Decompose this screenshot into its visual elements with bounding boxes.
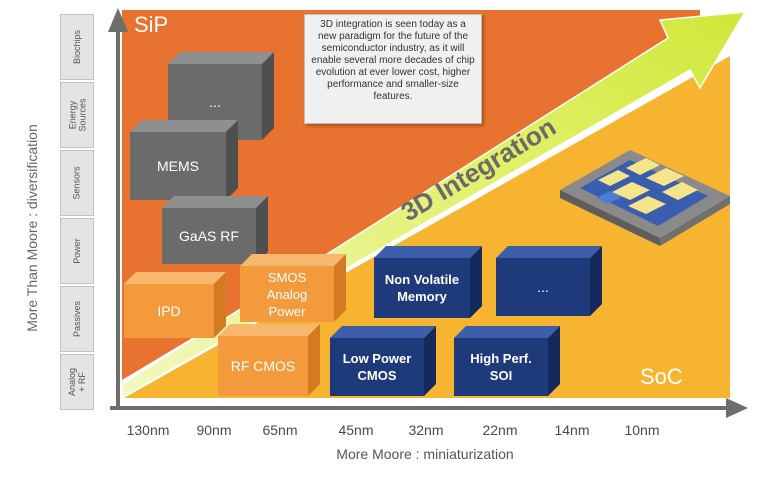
label-mems: MEMS — [157, 157, 199, 174]
box-gaas-rf — [162, 196, 268, 264]
x-tick: 45nm — [338, 422, 374, 438]
label-rf-cmos: RF CMOS — [230, 357, 296, 374]
box-rf-cmos — [218, 324, 320, 396]
y-category-label: Passives — [72, 300, 83, 338]
y-axis-arrowhead — [108, 8, 128, 32]
y-category-power: Power — [60, 218, 94, 284]
y-category-label: Power — [71, 238, 82, 264]
y-category-passives: Passives — [60, 286, 94, 352]
sip-label: SiP — [134, 12, 169, 37]
x-tick: 130nm — [126, 422, 170, 438]
y-axis-title: More Than Moore : diversification — [24, 124, 40, 332]
y-category-label: Sensors — [72, 166, 82, 200]
label-low-power: Low Power CMOS — [342, 351, 412, 383]
x-axis-arrowhead — [726, 398, 748, 418]
chip-illustration — [560, 150, 730, 246]
soc-label: SoC — [640, 364, 683, 389]
y-category-sensors: Sensors — [60, 150, 94, 216]
x-tick: 65nm — [262, 422, 298, 438]
info-box: 3D integration is seen today as a new pa… — [304, 14, 482, 124]
box-smos — [240, 254, 346, 322]
y-category-biochips: Biochips — [60, 14, 94, 80]
y-category-label: Analog + RF — [67, 367, 87, 397]
label-high-perf: High Perf. SOI — [470, 351, 532, 383]
y-category-energy-sources: Energy Sources — [60, 82, 94, 148]
label-gaas-rf: GaAS RF — [179, 227, 239, 244]
x-tick: 90nm — [196, 422, 232, 438]
box-mems — [130, 120, 238, 200]
x-axis-title: More Moore : miniaturization — [336, 446, 514, 462]
label-ipd: IPD — [157, 302, 181, 319]
box-ipd — [124, 272, 226, 338]
y-category-label: Biochips — [72, 29, 82, 65]
box-nvm — [374, 246, 482, 318]
label-sip-ellipsis: ... — [209, 93, 221, 110]
label-soc-ellipsis: ... — [537, 278, 549, 295]
label-smos: SMOS Analog Power — [266, 269, 308, 319]
x-tick: 14nm — [554, 422, 590, 438]
box-high-perf — [454, 326, 560, 396]
box-soc-ellipsis — [496, 246, 602, 316]
y-category-analog-rf: Analog + RF — [60, 354, 94, 410]
x-tick: 22nm — [482, 422, 518, 438]
x-tick: 32nm — [408, 422, 444, 438]
label-nvm: Non Volatile Memory — [384, 272, 460, 304]
y-category-label: Energy Sources — [67, 98, 88, 132]
x-tick: 10nm — [624, 422, 660, 438]
box-low-power — [330, 326, 436, 396]
